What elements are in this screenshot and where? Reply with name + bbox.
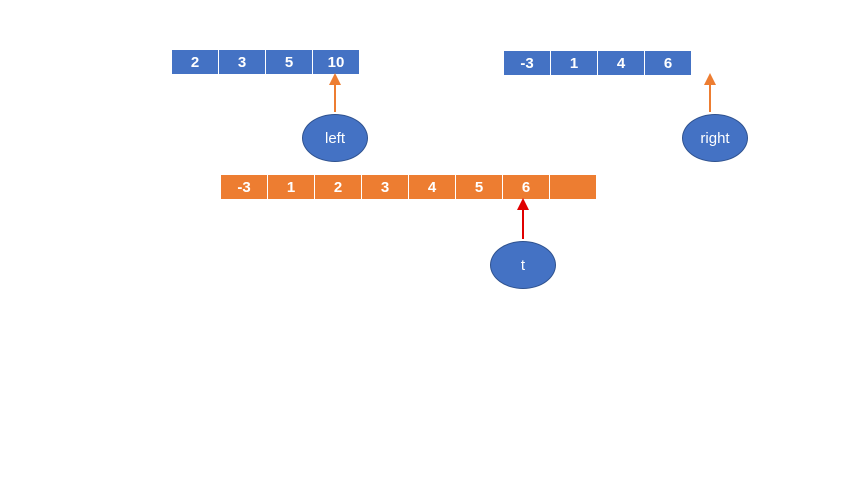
left-array-cell: 3 — [219, 50, 266, 74]
right-array-cell: 6 — [645, 51, 691, 75]
merged-array-cell: 5 — [456, 175, 503, 199]
right-array-cell: -3 — [504, 51, 551, 75]
merged-array: -3 1 2 3 4 5 6 — [221, 175, 596, 199]
t-pointer-label: t — [520, 256, 526, 274]
merged-array-cell: 4 — [409, 175, 456, 199]
merged-array-cell: -3 — [221, 175, 268, 199]
left-pointer-label: left — [324, 129, 345, 147]
merged-array-cell — [550, 175, 596, 199]
merged-array-cell: 6 — [503, 175, 550, 199]
right-pointer-node: right — [682, 114, 748, 162]
left-array-cell: 10 — [313, 50, 359, 74]
right-array: -3 1 4 6 — [504, 51, 691, 75]
left-array: 2 3 5 10 — [172, 50, 359, 74]
merged-array-cell: 1 — [268, 175, 315, 199]
right-pointer-label: right — [700, 129, 730, 147]
left-array-cell: 5 — [266, 50, 313, 74]
t-pointer-node: t — [490, 241, 556, 289]
left-pointer-node: left — [302, 114, 368, 162]
merged-array-cell: 2 — [315, 175, 362, 199]
left-array-cell: 2 — [172, 50, 219, 74]
merged-array-cell: 3 — [362, 175, 409, 199]
right-array-cell: 4 — [598, 51, 645, 75]
right-array-cell: 1 — [551, 51, 598, 75]
